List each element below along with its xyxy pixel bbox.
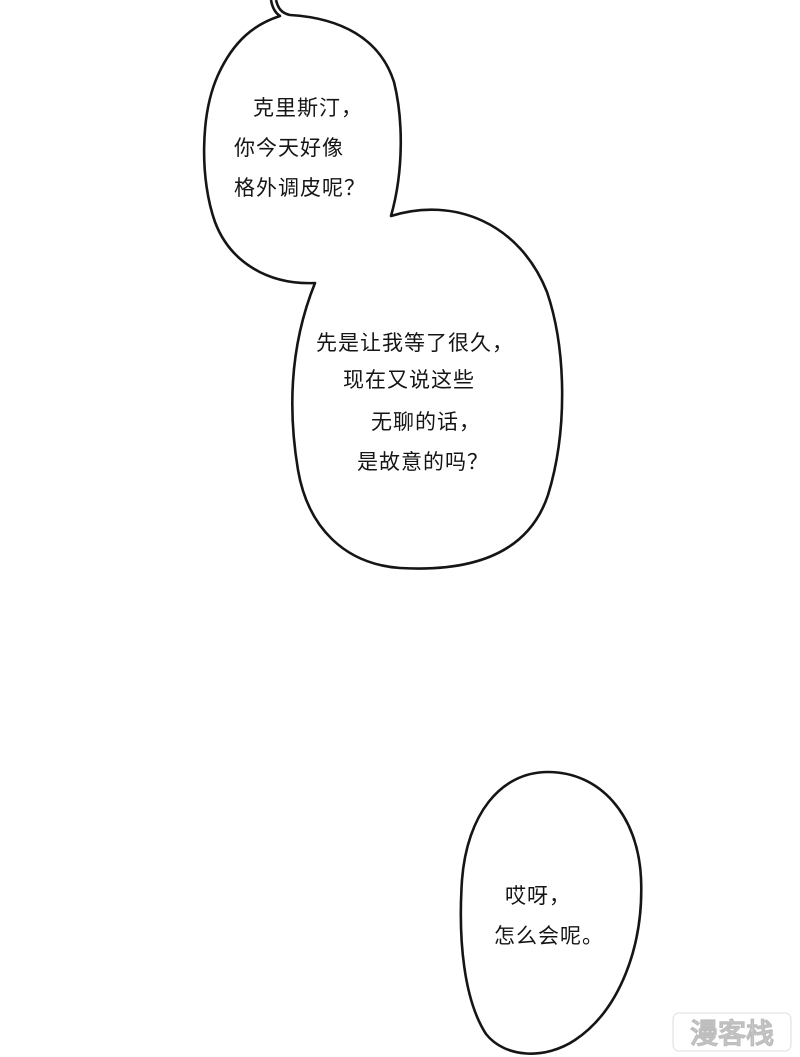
bubble-1-line-2: 你今天好像 — [234, 136, 344, 160]
bubble-2-line-4: 是故意的吗？ — [357, 450, 489, 474]
watermark-logo: 漫客栈 — [672, 1012, 792, 1052]
bubble-3-line-1: 哎呀， — [505, 884, 571, 908]
bubble-1-line-1: 克里斯汀， — [253, 96, 363, 120]
speech-bubble-bottom — [459, 770, 643, 1055]
bubble-2-line-2: 现在又说这些 — [343, 368, 475, 392]
bubble-2-line-1: 先是让我等了很久， — [316, 331, 514, 355]
speech-bubble-connected — [202, 0, 564, 570]
bubble-2-line-3: 无聊的话， — [371, 410, 481, 434]
bubble-1-line-3: 格外调皮呢？ — [234, 176, 366, 200]
bubble-3-line-2: 怎么会呢。 — [494, 924, 604, 948]
svg-text:漫客栈: 漫客栈 — [690, 1017, 774, 1050]
